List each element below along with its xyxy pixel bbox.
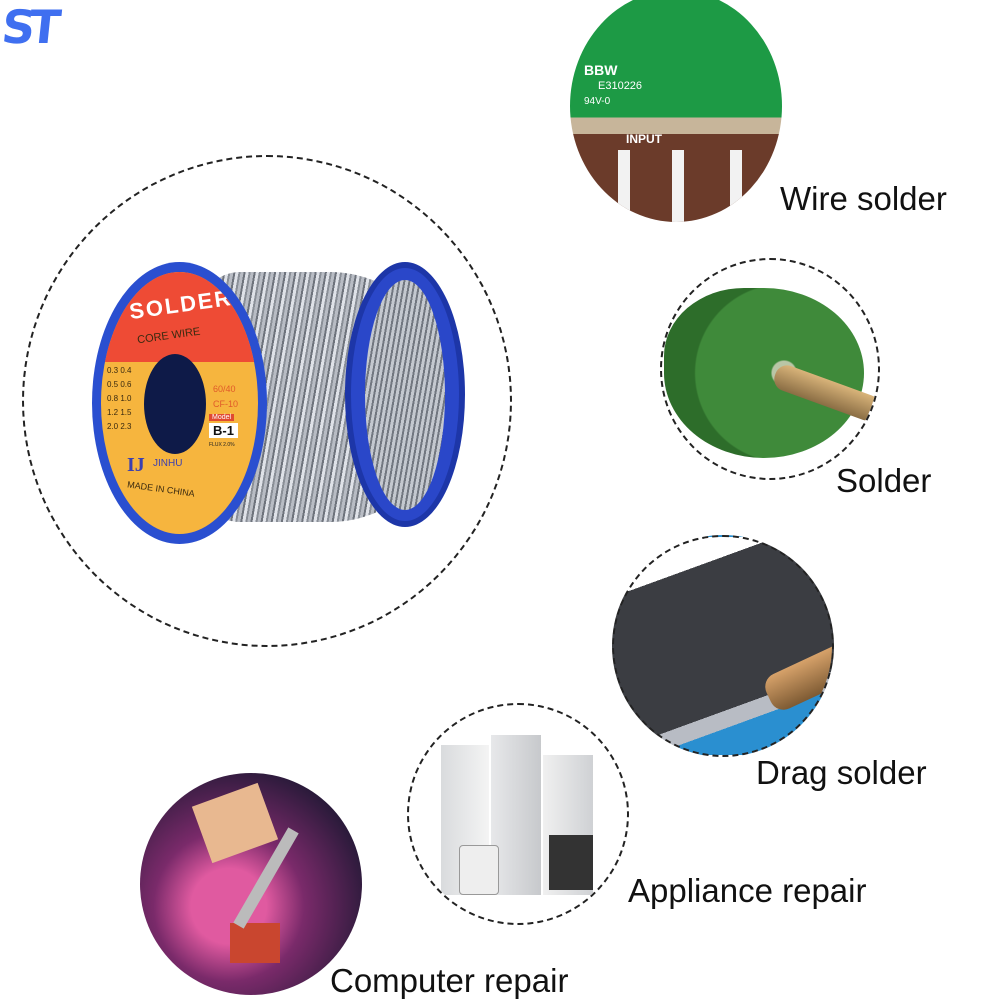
maker: JINHU (153, 458, 183, 469)
size-row: 1.2 1.5 (107, 408, 132, 417)
soldering-iron (760, 637, 832, 715)
washer (459, 845, 499, 895)
pci-slot (191, 782, 279, 864)
oven (549, 835, 593, 890)
drag-solder-photo (612, 535, 834, 757)
model-label: Model (209, 414, 235, 421)
use-label-wire-solder: Wire solder (780, 180, 947, 217)
wire-sizes: 0.3 0.4 0.5 0.6 0.8 1.0 1.2 1.5 2.0 2.3 (107, 364, 143, 434)
fridge (491, 735, 541, 895)
size-row: 0.8 1.0 (107, 394, 132, 403)
model: B-1 (209, 423, 238, 438)
spool-hole (144, 354, 206, 454)
pcb-text: INPUT (626, 132, 662, 146)
wire-solder-photo: BBW E310226 94V-0 INPUT (570, 0, 782, 222)
wire (672, 150, 684, 222)
use-label-drag-solder: Drag solder (756, 754, 927, 791)
pcb-text: E310226 (598, 80, 643, 92)
use-label-solder: Solder (836, 462, 932, 499)
size-row: 2.0 2.3 (107, 422, 132, 431)
flux: FLUX 2.0% (209, 442, 235, 448)
product-frame (22, 155, 512, 647)
size-row: 0.5 0.6 (107, 380, 132, 389)
size-row: 0.3 0.4 (107, 366, 132, 375)
flux-code: CF-10 (213, 399, 239, 409)
wire (618, 150, 630, 222)
pcb-text: BBW (584, 62, 618, 78)
wire (730, 150, 742, 222)
spool-label: SOLDER CORE WIRE 0.3 0.4 0.5 0.6 0.8 1.0… (101, 272, 258, 534)
solder-frame (660, 258, 880, 480)
appliance-repair-photo (407, 703, 629, 925)
chip (230, 923, 280, 963)
use-label-appliance-repair: Appliance repair (628, 872, 867, 909)
origin: MADE IN CHINA (126, 479, 196, 499)
computer-repair-photo (140, 773, 362, 995)
brand-logo: ST (0, 0, 58, 54)
pcb-text: 94V-0 (584, 96, 611, 107)
use-label-computer-repair: Computer repair (330, 962, 569, 999)
maker-logo: IJ (127, 454, 145, 476)
spool-right-coil (365, 280, 445, 510)
alloy: 60/40 (213, 384, 236, 394)
solder-photo (664, 288, 864, 458)
